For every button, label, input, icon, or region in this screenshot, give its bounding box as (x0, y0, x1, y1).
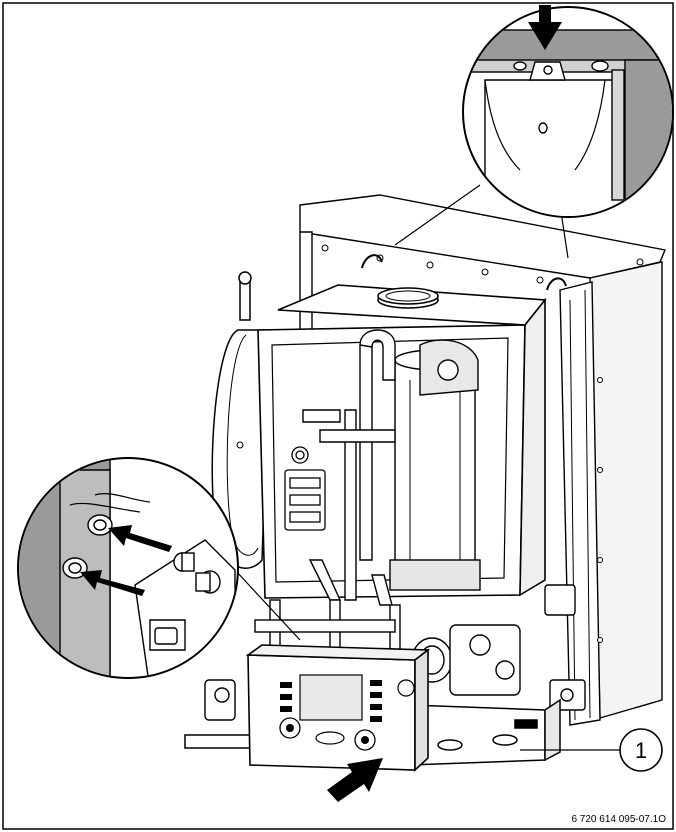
control-panel (245, 644, 431, 772)
panel-logo (315, 731, 345, 745)
frame-holes (321, 244, 644, 643)
callout-circle (619, 728, 663, 772)
hydraulic-group (204, 584, 586, 721)
gas-valve (284, 446, 326, 531)
figure-code: 6 720 614 095-07.1O (571, 814, 666, 825)
heat-exchanger (389, 339, 481, 591)
panel-display (299, 674, 363, 721)
panel-buttons-right (370, 680, 382, 722)
pipework (302, 329, 396, 606)
front-push-arrow (327, 758, 383, 802)
mounting-hooks (361, 254, 567, 291)
detail-plug-arrow-upper (108, 525, 172, 552)
frame-right-panel (589, 261, 663, 719)
bottom-tray (184, 698, 561, 766)
frame-left-rail (299, 231, 313, 331)
panel-buttons-left (280, 682, 292, 712)
detail-plug-arrow-lower (80, 570, 145, 596)
callout-number: 1 (635, 738, 647, 763)
callout-1: 1 (520, 728, 663, 772)
panel-pressure-gauge (397, 679, 415, 697)
top-insert-arrow (528, 5, 562, 50)
